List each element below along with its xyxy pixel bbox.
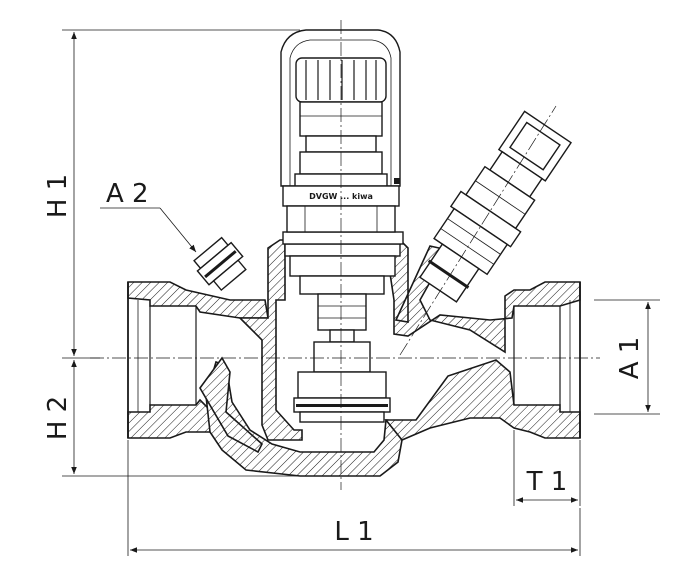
dimension-a1: A 1 xyxy=(594,299,660,415)
grip-ribs xyxy=(305,60,377,100)
h1-label: H 1 xyxy=(43,174,73,218)
dimension-t1: T 1 xyxy=(513,430,581,506)
valve-insert xyxy=(282,231,404,423)
a1-label: A 1 xyxy=(615,337,645,380)
test-point-a2 xyxy=(193,236,247,292)
l1-label: L 1 xyxy=(334,517,373,547)
dimension-h2: H 2 xyxy=(43,360,300,477)
a2-label: A 2 xyxy=(106,179,149,209)
handwheel-cap: DVGW ... kiwa xyxy=(280,29,401,233)
h2-label: H 2 xyxy=(43,396,73,440)
dimension-a2: A 2 xyxy=(100,179,197,253)
body-outline xyxy=(127,282,581,438)
center-lines xyxy=(90,20,600,490)
dimension-l1: L 1 xyxy=(127,440,581,556)
t1-label: T 1 xyxy=(526,467,568,497)
diagonal-port-assembly xyxy=(419,110,572,303)
dimension-h1: H 1 xyxy=(43,29,300,359)
